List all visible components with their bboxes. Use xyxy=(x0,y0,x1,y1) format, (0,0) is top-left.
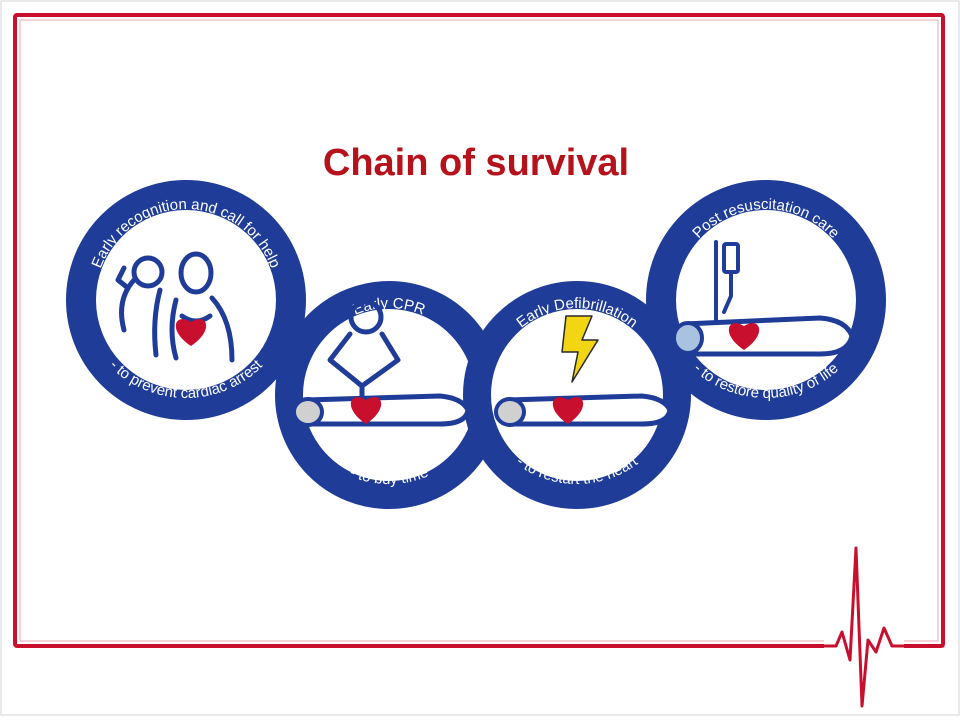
iv-drip-icon xyxy=(714,240,740,326)
patient-sitting-icon xyxy=(169,251,235,363)
caller-figure-icon xyxy=(115,255,165,358)
heart-icon xyxy=(350,397,382,424)
patient-lying-icon xyxy=(494,393,673,427)
rescuer-figure-icon xyxy=(327,299,401,401)
diagram-title: Chain of survival xyxy=(323,142,629,184)
chain-link-2 xyxy=(275,281,503,509)
chain-link-3 xyxy=(463,281,691,509)
patient-in-bed-icon xyxy=(672,315,855,357)
heart-icon xyxy=(175,319,207,346)
patient-lying-icon xyxy=(292,393,471,427)
red-frame xyxy=(13,13,945,648)
heart-icon xyxy=(728,323,760,350)
chain-link-1 xyxy=(66,180,306,420)
ecg-heartbeat-line xyxy=(810,546,945,708)
lightning-bolt-icon xyxy=(561,315,599,383)
red-frame-inner-line xyxy=(19,19,939,642)
heart-icon xyxy=(552,397,584,424)
